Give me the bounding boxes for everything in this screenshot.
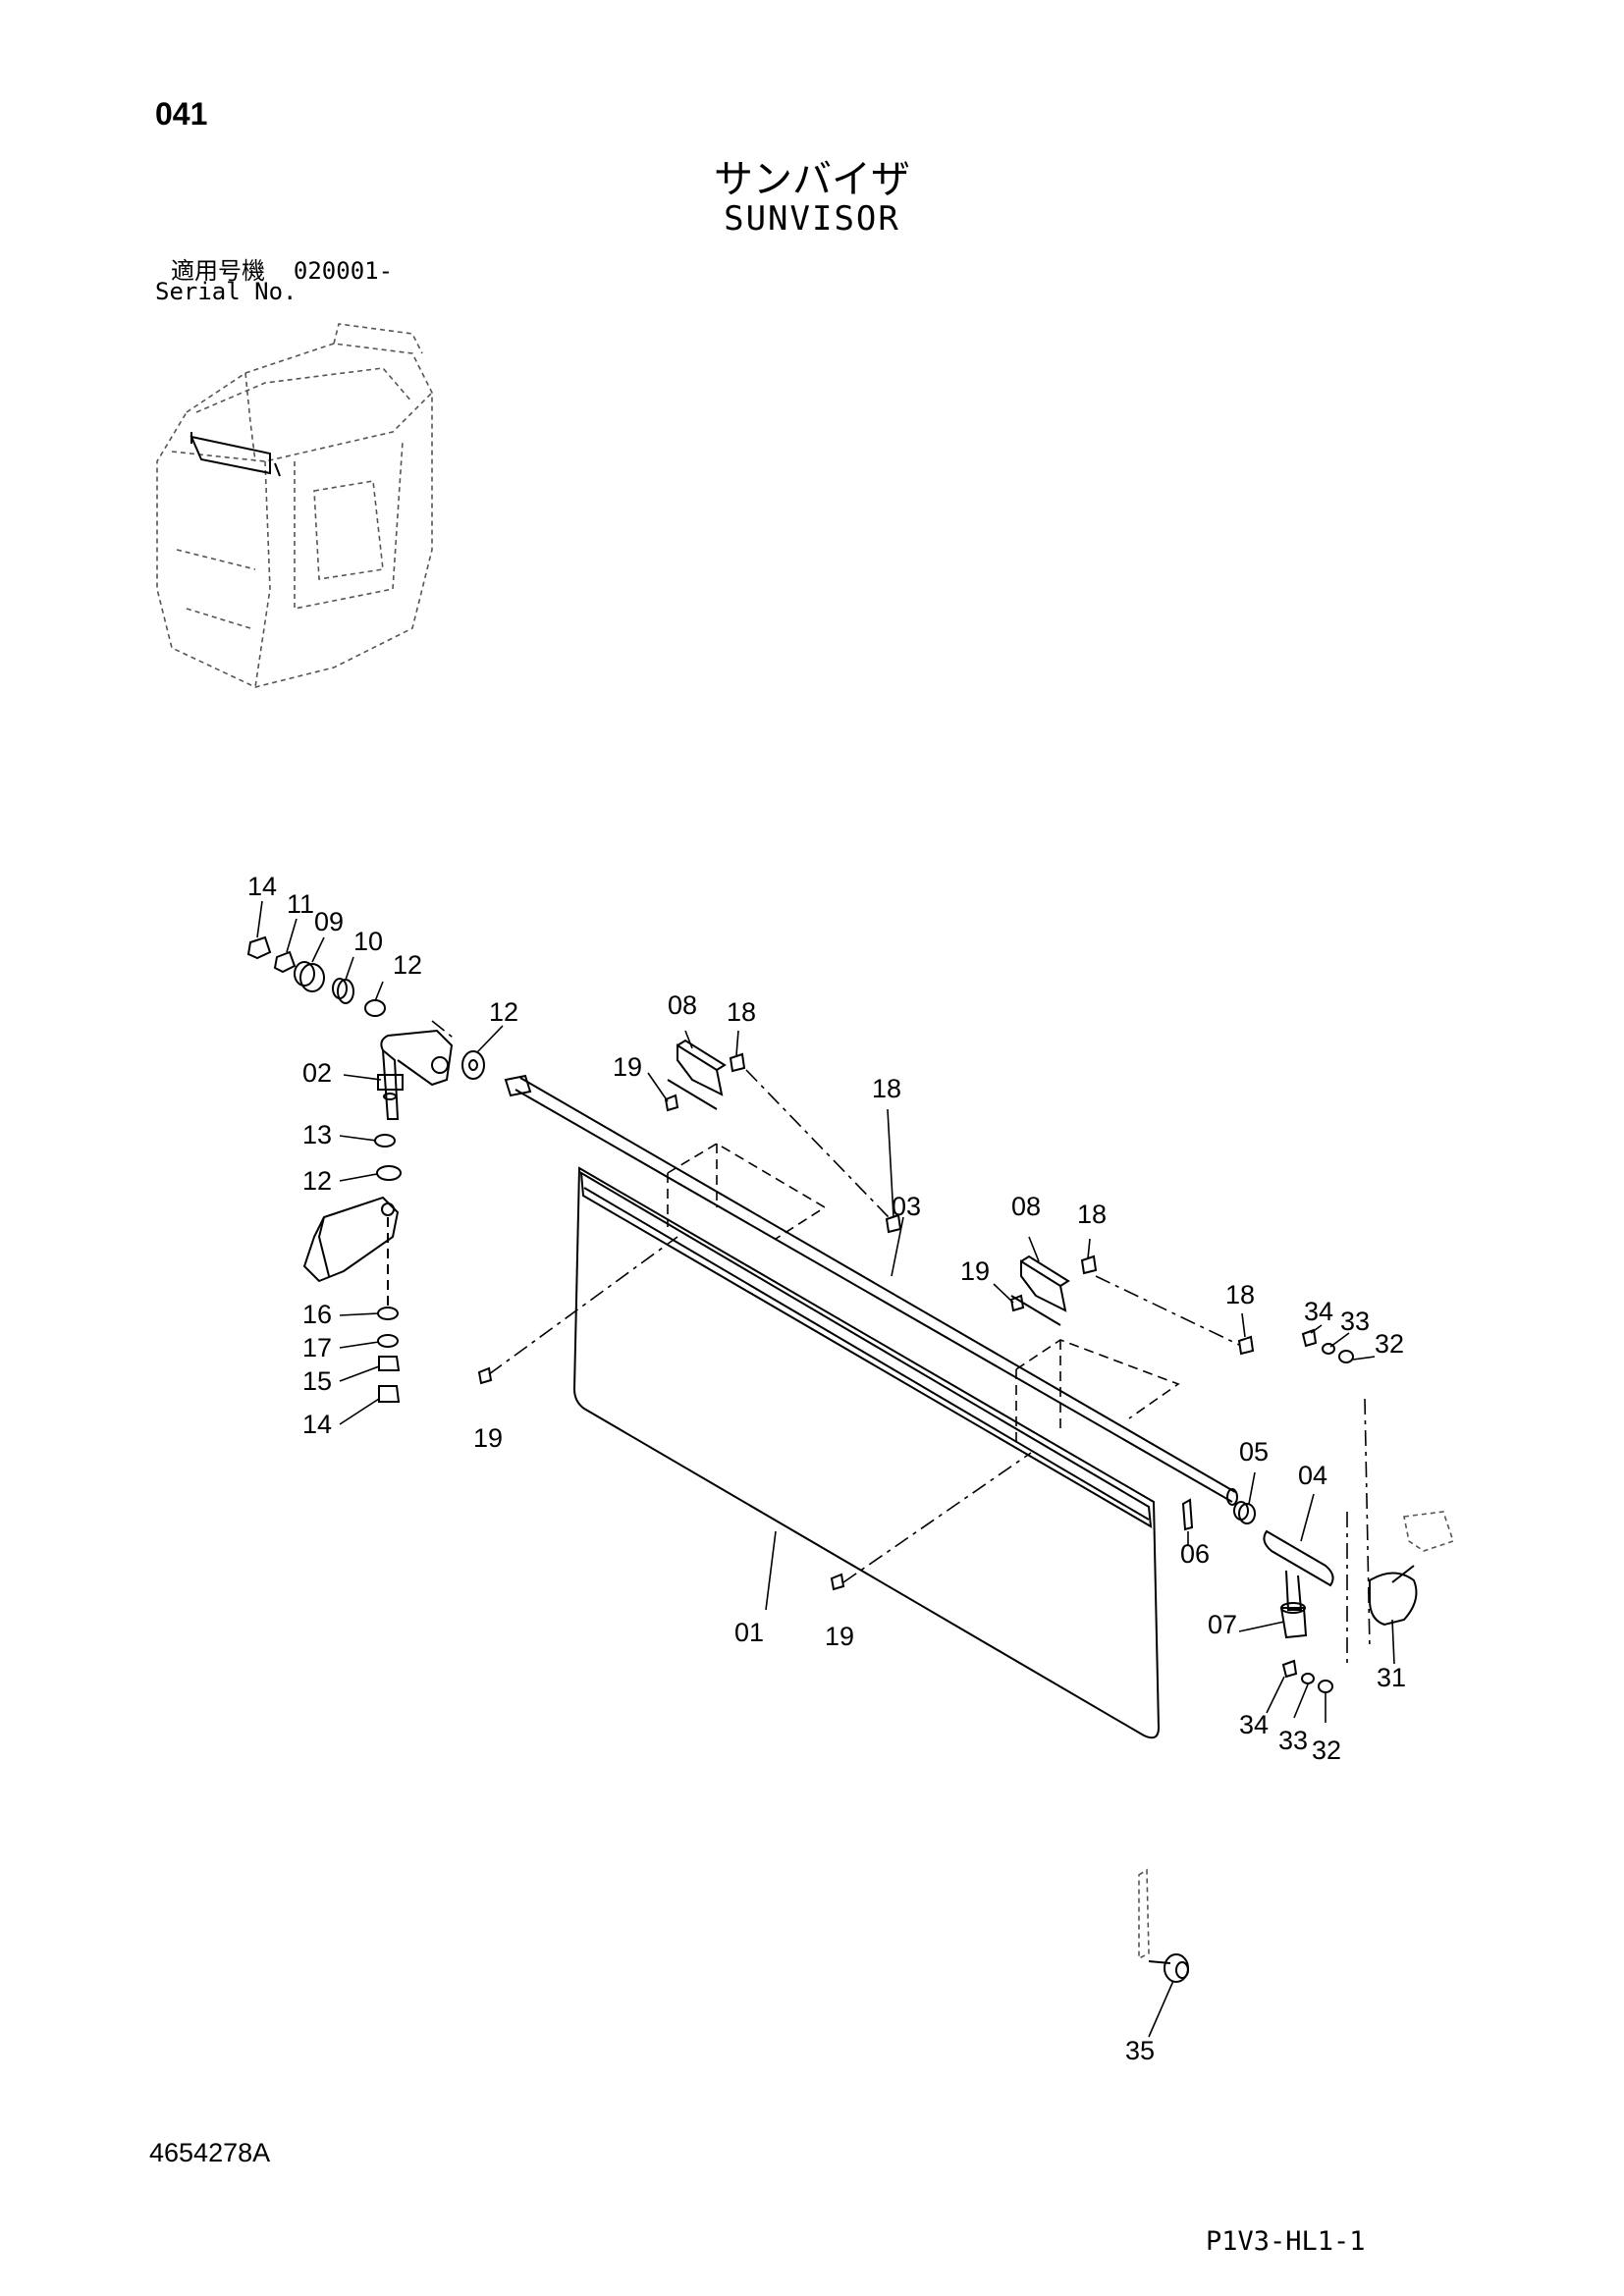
callout-06: 06 xyxy=(1180,1539,1210,1569)
callout-07: 07 xyxy=(1208,1610,1237,1639)
callout-16: 16 xyxy=(302,1300,332,1329)
shaft xyxy=(504,1074,1238,1506)
callout-32: 32 xyxy=(1375,1329,1404,1359)
screws xyxy=(477,1052,1255,1591)
callout-33: 33 xyxy=(1340,1307,1370,1336)
hinge-bracket-left xyxy=(667,1039,727,1110)
callout-11: 11 xyxy=(287,889,314,919)
knob-mount-detail xyxy=(1403,1511,1455,1552)
callout-03: 03 xyxy=(892,1192,921,1221)
page-reference: P1V3-HL1-1 xyxy=(1206,2226,1366,2257)
callout-31: 31 xyxy=(1377,1663,1406,1692)
leader-lines xyxy=(256,900,1395,2038)
callout-18: 18 xyxy=(1225,1280,1255,1309)
document-code: 4654278A xyxy=(149,2138,271,2167)
callout-18: 18 xyxy=(1077,1200,1107,1229)
callout-04: 04 xyxy=(1298,1461,1327,1490)
callout-14: 14 xyxy=(247,872,277,901)
callout-14: 14 xyxy=(302,1410,332,1439)
pivot-bracket xyxy=(377,1029,454,1120)
callout-12: 12 xyxy=(489,997,518,1027)
callout-labels: 14 11 09 10 12 12 02 13 12 16 17 15 14 1… xyxy=(247,872,1406,2065)
serial-label-japanese: 適用号機 020001- xyxy=(171,251,393,286)
callout-08: 08 xyxy=(668,990,697,1020)
callout-05: 05 xyxy=(1239,1437,1269,1467)
serial-label-jp-text: 適用号機 xyxy=(171,257,265,285)
knob-assembly xyxy=(1181,1498,1418,1639)
callout-10: 10 xyxy=(353,927,383,956)
callout-19: 19 xyxy=(960,1256,990,1286)
callout-34: 34 xyxy=(1239,1710,1269,1739)
page-title-japanese: サンバイザ xyxy=(714,157,910,202)
callout-19: 19 xyxy=(473,1423,503,1453)
callout-33: 33 xyxy=(1278,1726,1308,1755)
cab-location-thumbnail xyxy=(156,323,433,688)
callout-19: 19 xyxy=(825,1622,854,1651)
page-number: 041 xyxy=(155,96,208,132)
callout-12: 12 xyxy=(393,950,422,980)
hinge-plane-boxes xyxy=(667,1143,1180,1448)
callout-12: 12 xyxy=(302,1166,332,1196)
sunvisor-panel xyxy=(572,1166,1161,1739)
callout-32: 32 xyxy=(1312,1735,1341,1765)
hardware-stack-bottom xyxy=(374,1134,402,1403)
callout-02: 02 xyxy=(302,1058,332,1088)
serial-label: Serial No. xyxy=(155,278,298,305)
page-title: SUNVISOR xyxy=(724,199,900,239)
mount-bracket xyxy=(302,1196,400,1283)
hinge-bracket-right xyxy=(1010,1255,1070,1326)
serial-range: 020001- xyxy=(293,257,394,285)
callout-18: 18 xyxy=(872,1074,901,1103)
part-35-detail xyxy=(1138,1868,1189,1983)
sunvisor-location-marker xyxy=(189,432,281,477)
callout-17: 17 xyxy=(302,1333,332,1362)
knob-hardware xyxy=(1281,1328,1354,1693)
callout-09: 09 xyxy=(314,907,344,936)
hardware-stack-top xyxy=(246,935,485,1080)
callout-19: 19 xyxy=(613,1052,642,1082)
callout-15: 15 xyxy=(302,1366,332,1396)
callout-01: 01 xyxy=(734,1618,764,1647)
assembly-guide-lines xyxy=(431,1020,1371,1669)
callout-13: 13 xyxy=(302,1120,332,1149)
callout-34: 34 xyxy=(1304,1297,1333,1326)
callout-35: 35 xyxy=(1125,2036,1155,2065)
callout-08: 08 xyxy=(1011,1192,1041,1221)
callout-18: 18 xyxy=(727,997,756,1027)
